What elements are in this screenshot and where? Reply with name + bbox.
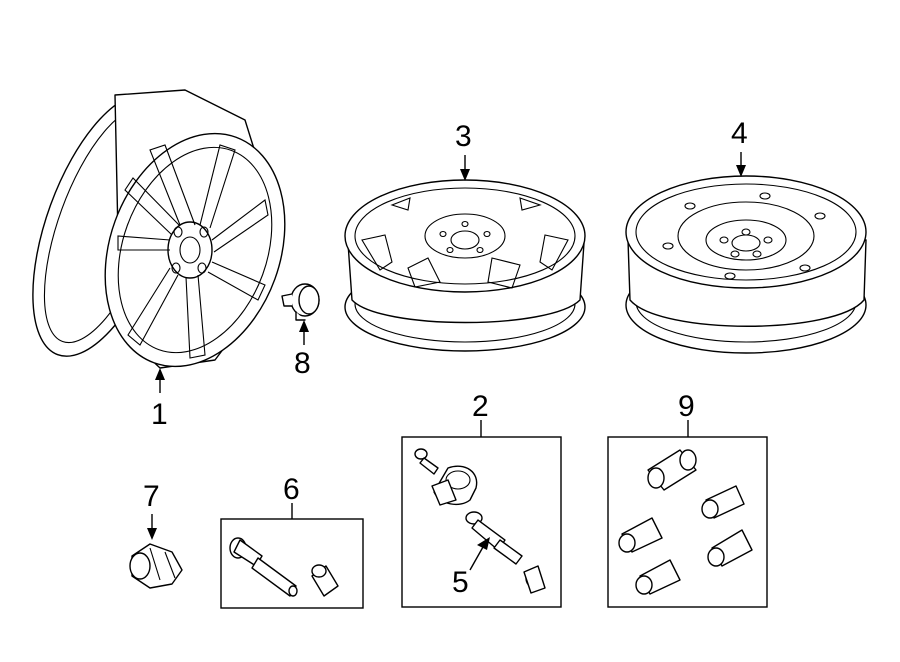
callout-5: 5 [452,566,469,599]
callout-9: 9 [678,390,695,423]
lock-nut-3 [707,529,753,567]
callout-2: 2 [472,390,489,423]
alloy-wheel [32,89,286,369]
steel-wheel [344,179,586,352]
callout-4: 4 [731,117,748,150]
valve-cap [311,564,339,597]
callout-6: 6 [283,473,300,506]
callout-3: 3 [455,120,472,153]
valve-stem [229,537,298,597]
callout-8: 8 [294,347,311,380]
callout-1: 1 [151,398,168,431]
lock-nut-2 [618,517,663,553]
spare-wheel [625,175,867,354]
lock-nut-4 [635,559,681,595]
lug-nut [129,543,183,589]
lock-nut-key [647,449,697,491]
lock-nut-1 [701,485,745,519]
center-cap [281,283,320,321]
callout-7: 7 [143,480,160,513]
tpms-sensor [414,448,546,594]
